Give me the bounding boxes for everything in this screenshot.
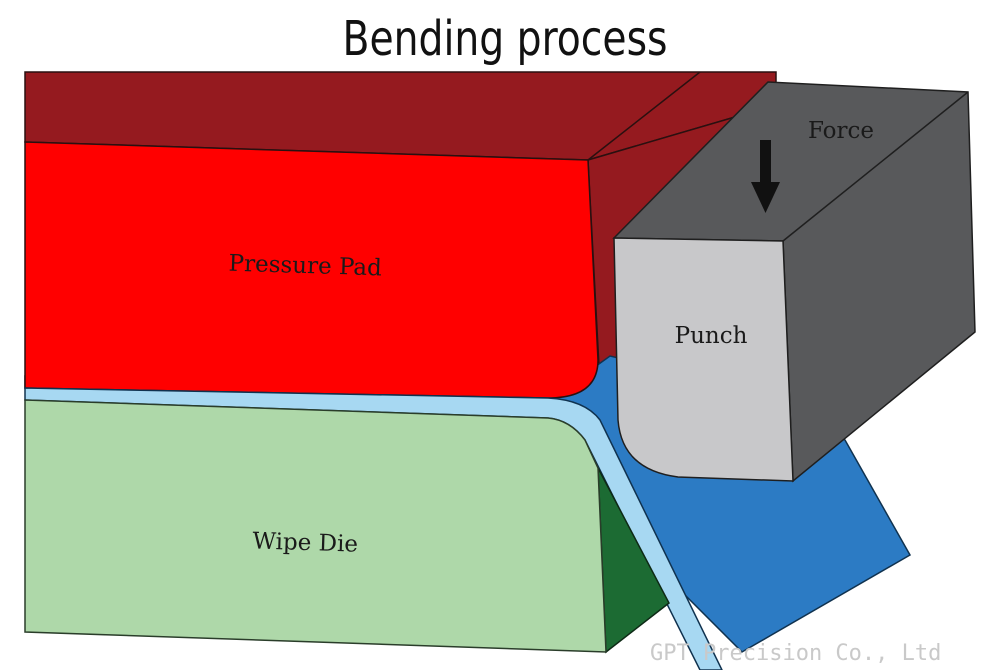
pressure-pad-label: Pressure Pad — [228, 251, 382, 282]
wipe-die-front — [24, 399, 607, 653]
diagram-title: Bending process — [343, 11, 668, 67]
wipe-die-label: Wipe Die — [252, 528, 358, 557]
punch-front — [613, 237, 794, 482]
watermark: GPT Precision Co., Ltd — [650, 641, 941, 666]
punch-label: Punch — [675, 323, 748, 349]
force-label: Force — [808, 118, 874, 144]
arrow-down-icon — [751, 140, 780, 213]
